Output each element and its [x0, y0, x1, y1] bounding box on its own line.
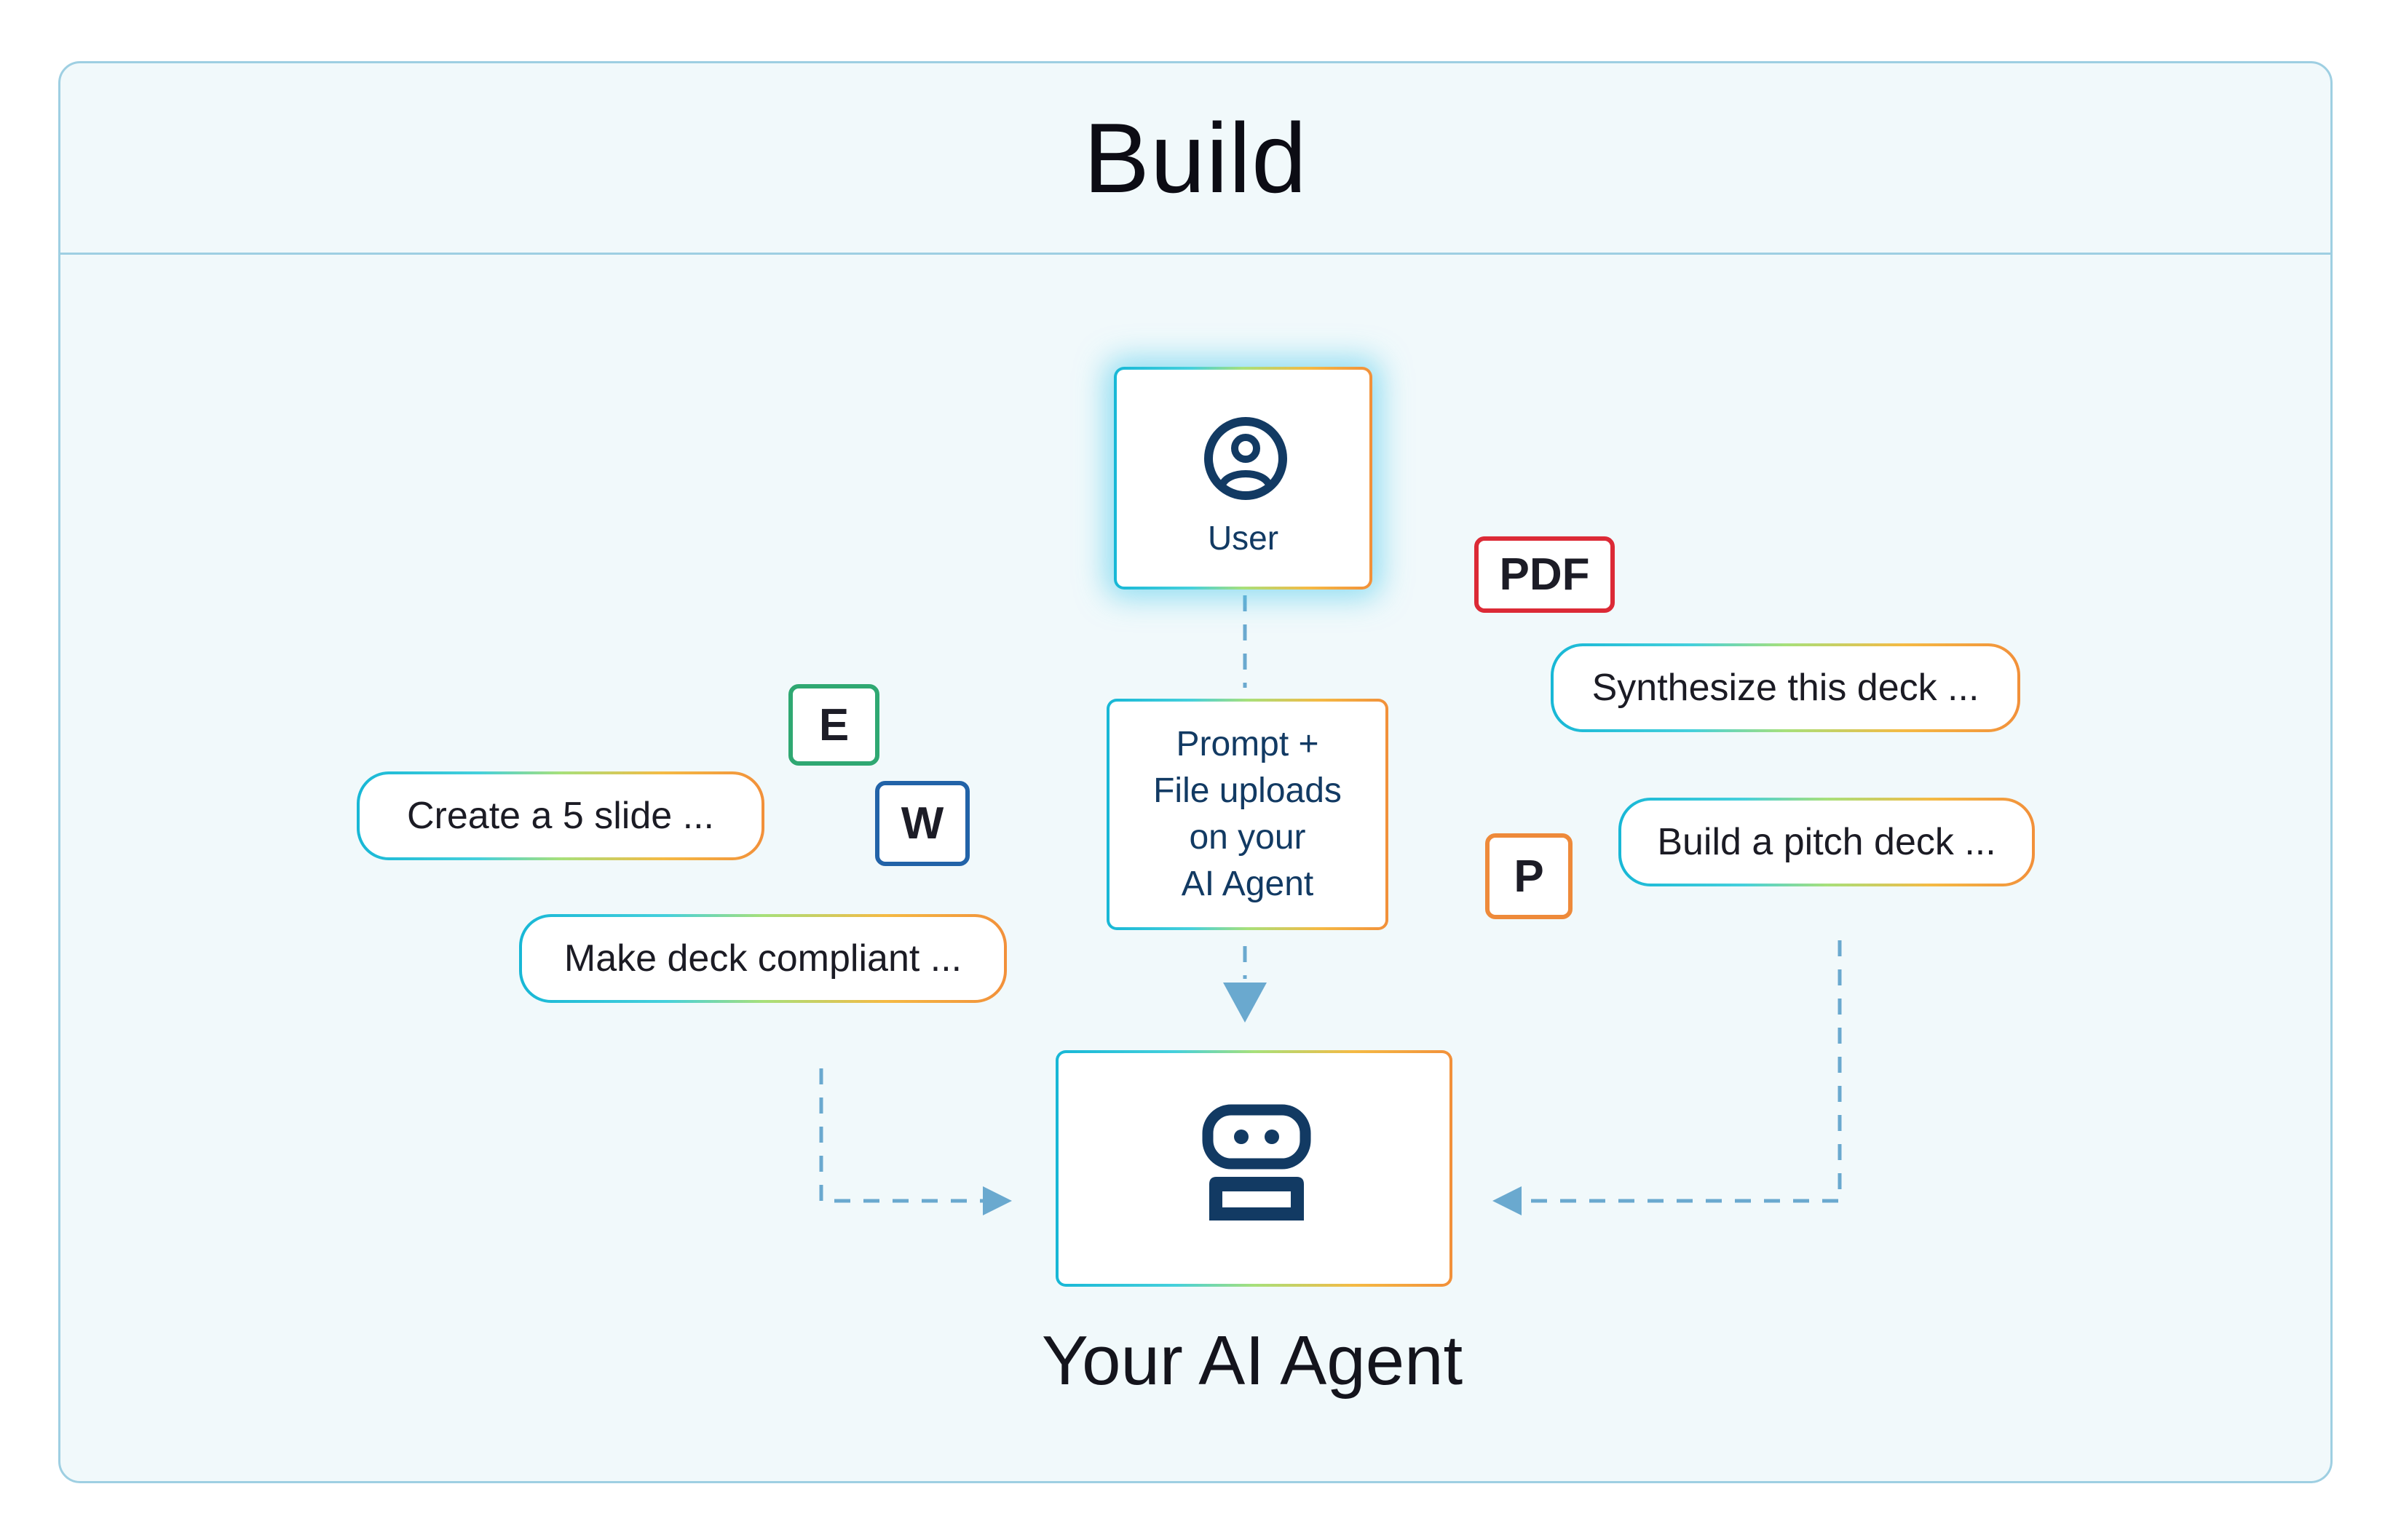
title-divider [60, 253, 2330, 255]
excel-file-badge: E [788, 684, 879, 766]
user-card: User [1114, 367, 1372, 590]
prompt-card: Prompt + File uploads on your AI Agent [1107, 699, 1388, 930]
prompt-line: Prompt + [1176, 725, 1319, 763]
user-label: User [1207, 519, 1279, 557]
right-to-agent-connector [1514, 940, 1842, 1203]
user-circle-icon [1204, 417, 1287, 500]
ai-agent-card [1056, 1050, 1452, 1287]
prompt-pill-compliant: Make deck compliant ... [519, 914, 1007, 1003]
agent-caption: Your AI Agent [1041, 1322, 1463, 1400]
prompt-pill-pitch: Build a pitch deck ... [1618, 798, 2035, 886]
robot-icon [1202, 1104, 1311, 1221]
prompt-line: File uploads [1153, 771, 1342, 810]
word-file-badge: W [875, 781, 970, 866]
prompt-pill-synthesize: Synthesize this deck ... [1551, 643, 2020, 732]
arrowhead-left [1492, 1186, 1522, 1215]
prompt-pill-create: Create a 5 slide ... [357, 771, 764, 860]
powerpoint-file-badge: P [1485, 833, 1573, 919]
prompt-line: AI Agent [1181, 865, 1314, 903]
prompt-line: on your [1189, 818, 1306, 857]
arrowhead-right [983, 1186, 1012, 1215]
pdf-file-badge: PDF [1474, 536, 1615, 613]
arrowhead-down [1223, 983, 1267, 1023]
left-to-agent-connector [819, 1068, 986, 1203]
page-title: Build [1083, 103, 1308, 213]
